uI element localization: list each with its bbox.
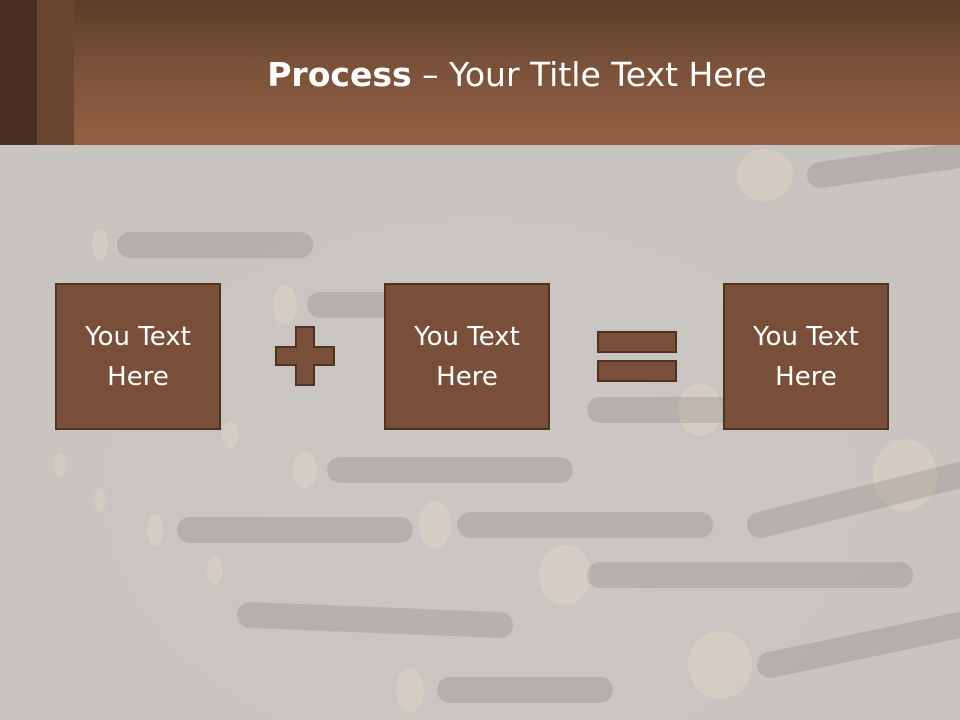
process-box-2-text: You Text Here — [414, 321, 520, 392]
title-bold: Process — [267, 55, 412, 94]
process-box-3-text: You Text Here — [753, 321, 859, 392]
title-rest: – Your Title Text Here — [411, 55, 767, 94]
plus-icon — [275, 326, 335, 386]
header-stripe-dark — [0, 0, 37, 145]
process-box-3: You Text Here — [723, 283, 889, 430]
wine-bottles-background — [0, 145, 960, 720]
process-box-1-text: You Text Here — [85, 321, 191, 392]
equals-icon — [597, 331, 677, 382]
header-stripe-mid — [37, 0, 74, 145]
bottle-pattern-image — [54, 145, 960, 712]
header-band: Process – Your Title Text Here — [0, 0, 960, 145]
slide-title: Process – Your Title Text Here — [74, 52, 960, 98]
process-box-2: You Text Here — [384, 283, 550, 430]
process-box-1: You Text Here — [55, 283, 221, 430]
